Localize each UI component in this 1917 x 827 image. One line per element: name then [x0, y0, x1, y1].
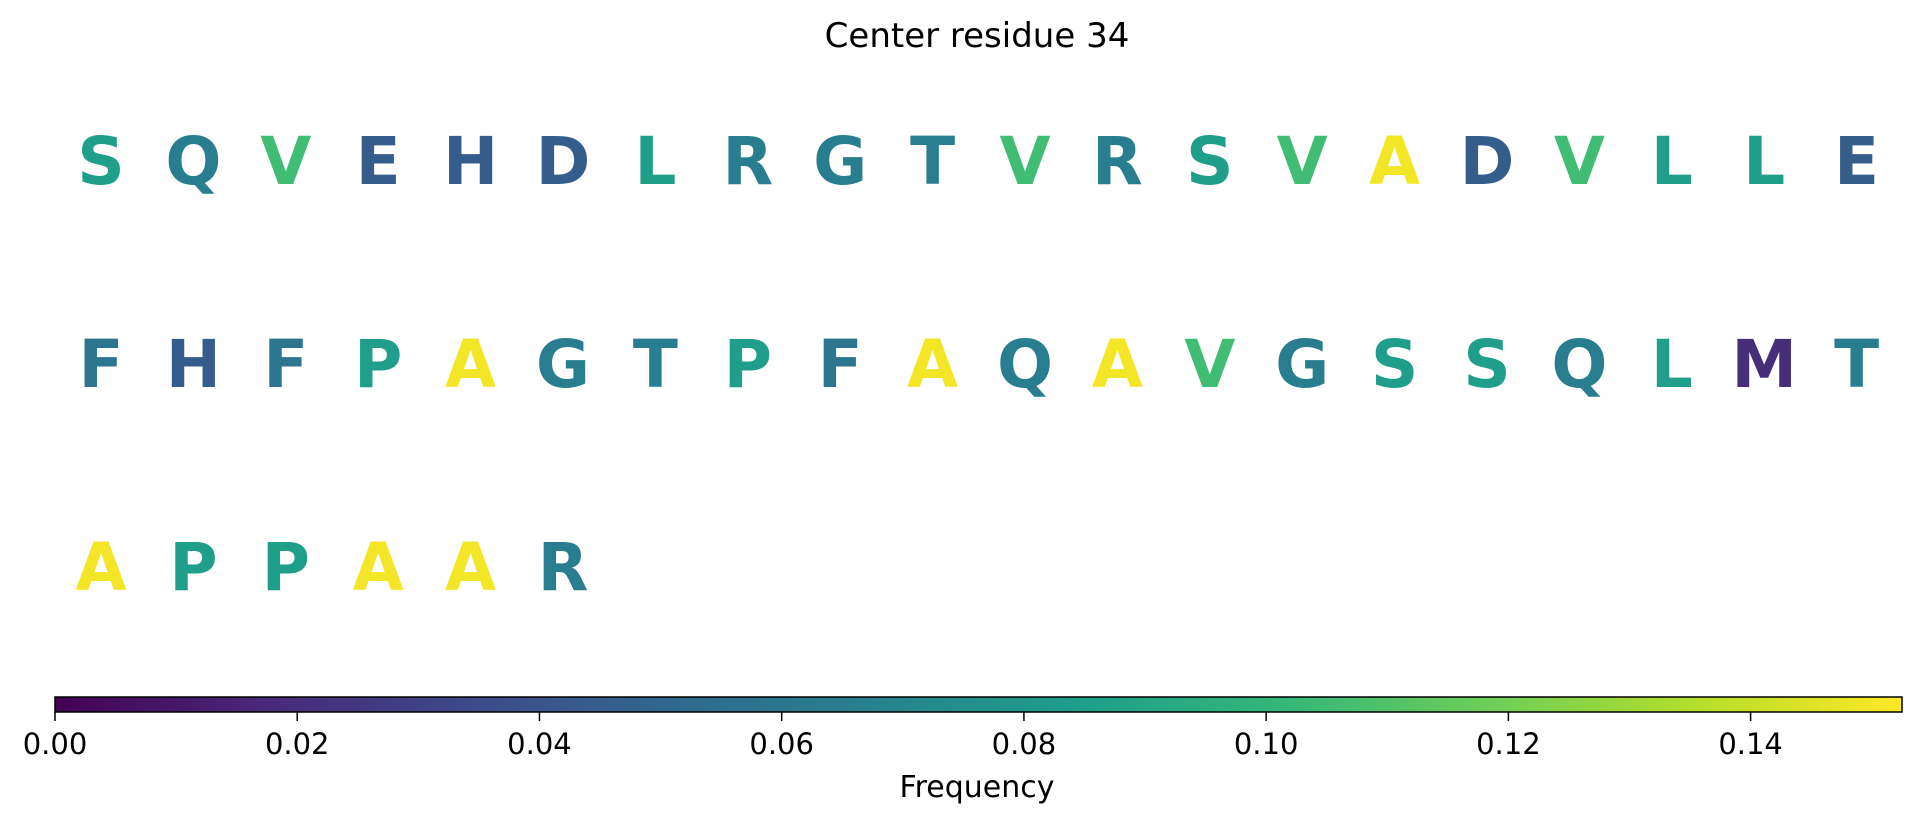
colorbar-tick-label: 0.06 [749, 727, 814, 761]
residue-letter: H [166, 326, 221, 403]
colorbar-tick-label: 0.00 [23, 727, 88, 761]
residue-letter: Q [165, 123, 221, 200]
residue-letter: T [1834, 326, 1879, 403]
residue-letter: Q [1551, 326, 1607, 403]
residue-letter: A [1092, 326, 1143, 403]
colorbar-label: Frequency [900, 770, 1055, 805]
residue-letter: F [263, 326, 308, 403]
residue-letter: S [1371, 326, 1419, 403]
residue-letter: G [536, 326, 590, 403]
residue-letter: F [78, 326, 123, 403]
residue-letter: R [538, 529, 589, 606]
residue-letter: L [1743, 123, 1785, 200]
residue-letter: V [260, 123, 311, 200]
residue-letter: S [1463, 326, 1511, 403]
residue-letter: V [999, 123, 1050, 200]
residue-letter: F [818, 326, 863, 403]
residue-letter: Q [997, 326, 1053, 403]
colorbar-tick-label: 0.08 [992, 727, 1057, 761]
residue-letter: A [1369, 123, 1420, 200]
colorbar-tick-label: 0.04 [507, 727, 572, 761]
residue-letter: V [1184, 326, 1235, 403]
residue-letter: G [813, 123, 867, 200]
residue-letter: L [634, 123, 676, 200]
residue-letter: S [1186, 123, 1234, 200]
residue-letter: E [356, 123, 401, 200]
colorbar-tick-label: 0.14 [1718, 727, 1783, 761]
colorbar-tick-label: 0.02 [265, 727, 330, 761]
residue-letter: R [722, 123, 773, 200]
residue-letter: P [724, 326, 772, 403]
colorbar: 0.00 0.02 0.04 0.06 0.08 0.10 0.12 0.14 Frequen… [23, 696, 1903, 805]
residue-letter: P [262, 529, 310, 606]
residue-letter: M [1731, 326, 1797, 403]
residue-letter: G [1275, 326, 1329, 403]
residue-letter: A [353, 529, 404, 606]
residue-letter: E [1834, 123, 1879, 200]
residue-letter: A [75, 529, 126, 606]
colorbar-tick-label: 0.12 [1476, 727, 1541, 761]
residue-letter: L [1651, 326, 1693, 403]
colorbar-ticks: 0.00 0.02 0.04 0.06 0.08 0.10 0.12 0.14 [23, 712, 1783, 761]
colorbar-tick-label: 0.10 [1234, 727, 1299, 761]
residue-letter: A [445, 326, 496, 403]
residue-letter: D [1460, 123, 1515, 200]
chart-title: Center residue 34 [825, 16, 1130, 56]
residue-letter: R [1092, 123, 1143, 200]
colorbar-gradient [54, 696, 1903, 713]
residue-letter: V [1277, 123, 1328, 200]
residue-letter: T [910, 123, 955, 200]
residue-letter: P [169, 529, 217, 606]
residue-letter: H [443, 123, 498, 200]
residue-letter: V [1554, 123, 1605, 200]
residue-letter: P [354, 326, 402, 403]
residue-letter: S [77, 123, 125, 200]
residue-letter: L [1651, 123, 1693, 200]
residue-letter: D [536, 123, 591, 200]
residue-letter: A [907, 326, 958, 403]
residue-letter: A [445, 529, 496, 606]
residue-letter: T [633, 326, 678, 403]
